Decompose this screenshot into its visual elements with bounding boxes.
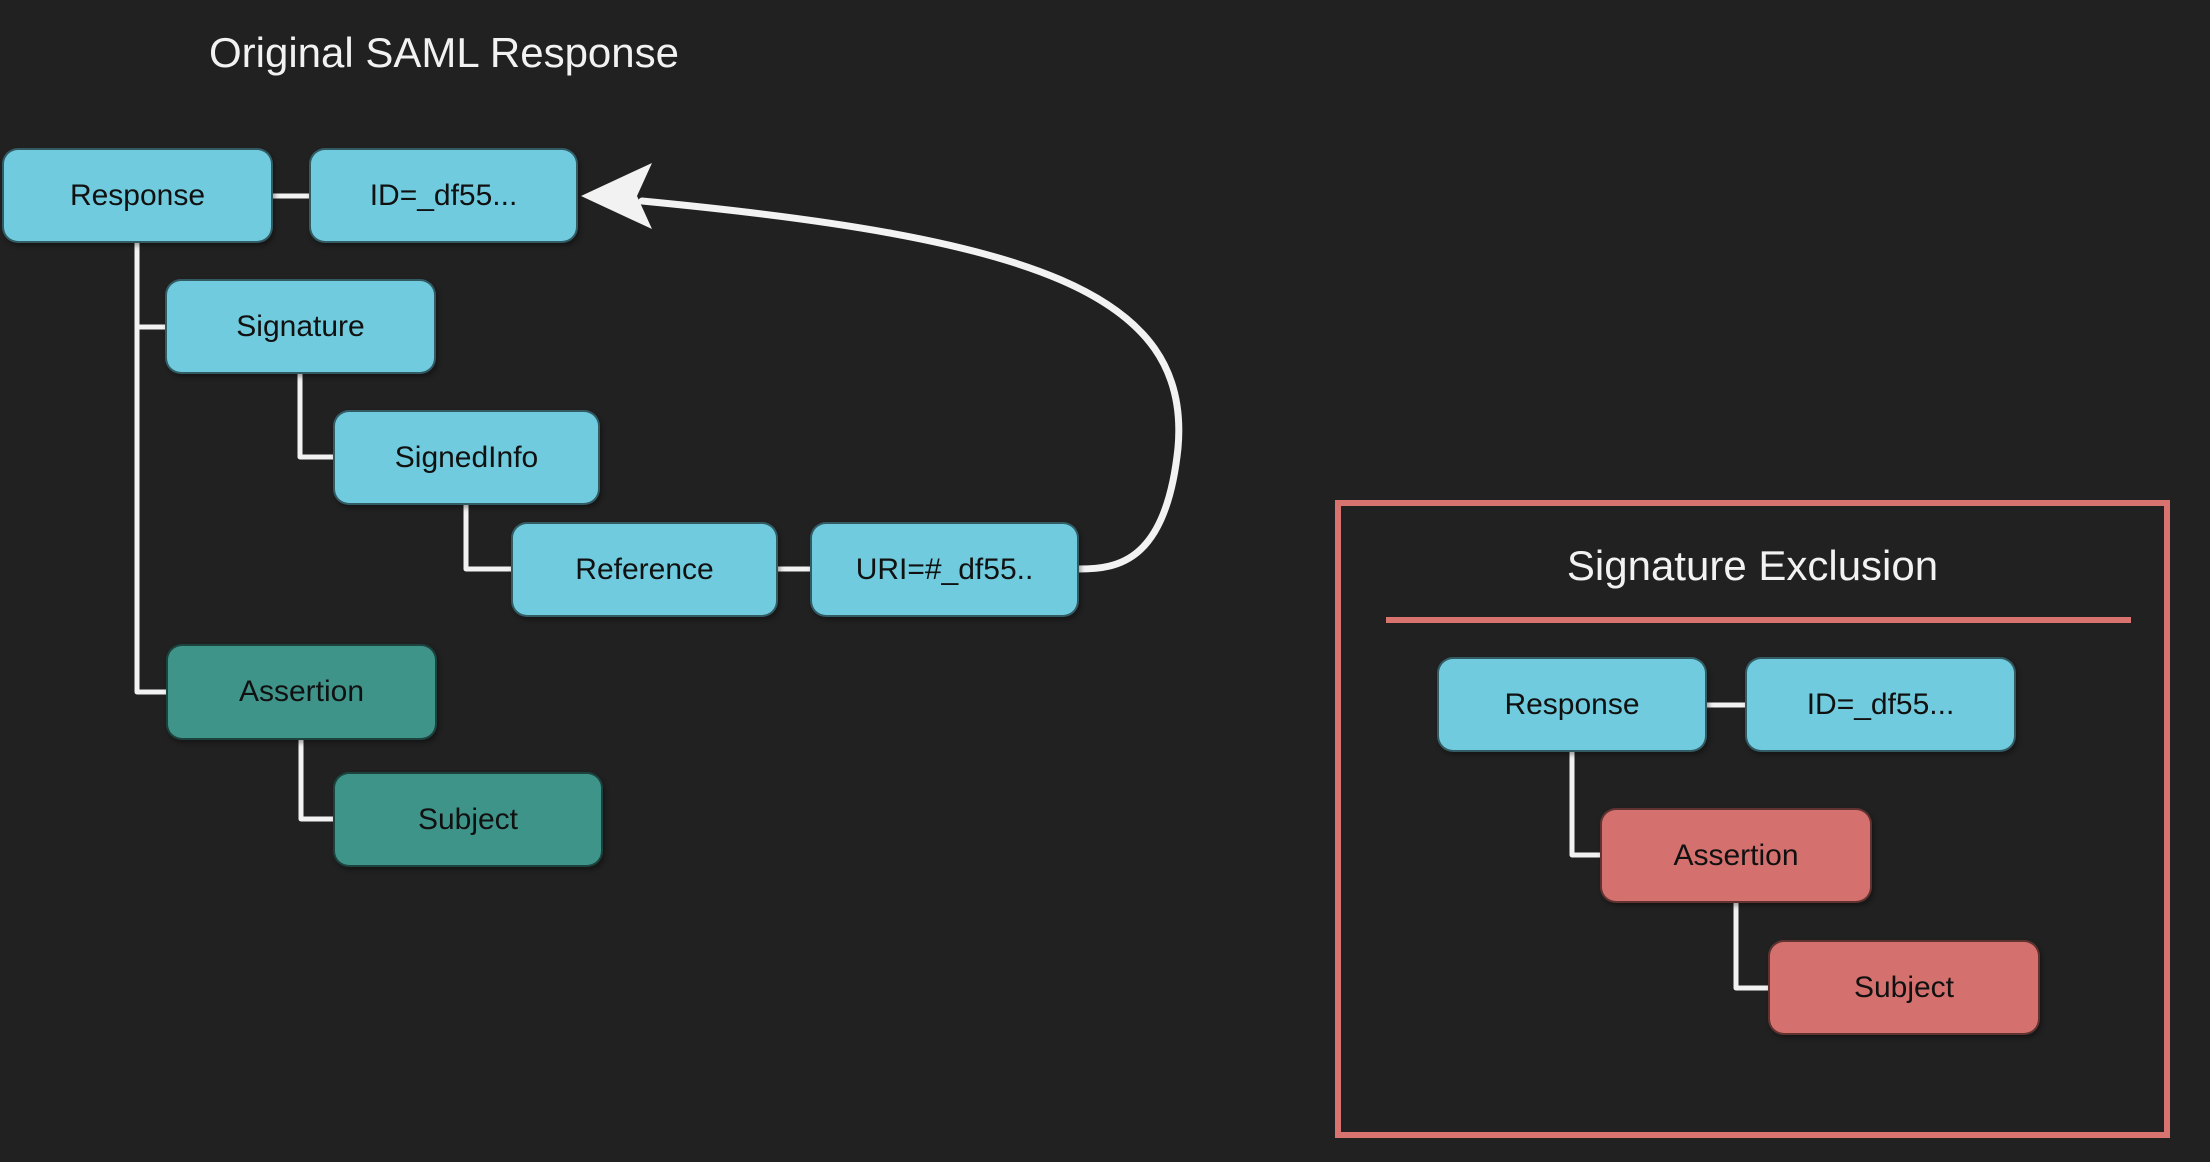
- node-uri-attribute: URI=#_df55..: [810, 522, 1079, 617]
- node-signedinfo: SignedInfo: [333, 410, 600, 505]
- node-id-attribute: ID=_df55...: [309, 148, 578, 243]
- exclusion-node-assertion: Assertion: [1600, 808, 1872, 903]
- signature-exclusion-panel: Signature Exclusion: [1335, 500, 2170, 1138]
- exclusion-node-id-attribute: ID=_df55...: [1745, 657, 2016, 752]
- uri-to-id-reference-arrow: [638, 197, 1183, 573]
- exclusion-node-subject: Subject: [1768, 940, 2040, 1035]
- exclusion-title-divider: [1386, 617, 2131, 623]
- edge-assertion-subject: [298, 737, 336, 822]
- node-response: Response: [2, 148, 273, 243]
- node-reference: Reference: [511, 522, 778, 617]
- edge-signature-signedinfo: [297, 371, 336, 460]
- exclusion-panel-title: Signature Exclusion: [1566, 542, 1939, 589]
- node-signature: Signature: [165, 279, 436, 374]
- edge-signedinfo-reference: [463, 502, 514, 572]
- edge-response-assertion: [134, 240, 169, 695]
- exclusion-node-response: Response: [1437, 657, 1707, 752]
- node-subject: Subject: [333, 772, 603, 867]
- node-assertion: Assertion: [166, 644, 437, 740]
- arrowhead-icon: [581, 163, 652, 229]
- left-diagram-title: Original SAML Response: [209, 29, 679, 76]
